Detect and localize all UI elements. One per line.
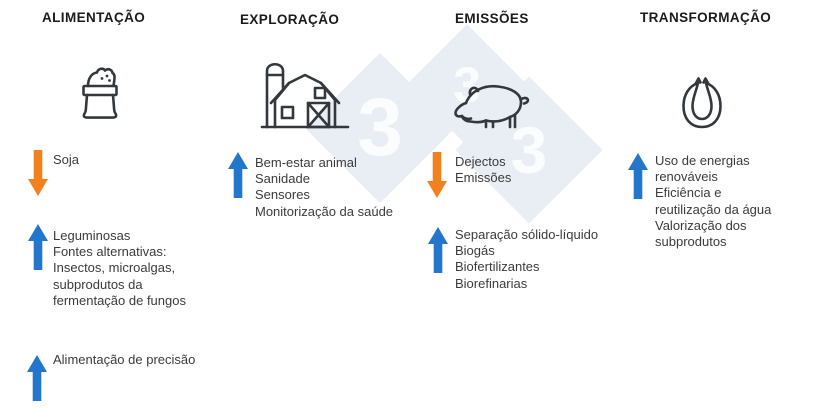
feed-bag-icon bbox=[82, 67, 118, 119]
item-line: Alimentação de precisão bbox=[53, 352, 196, 367]
sausage-icon bbox=[682, 77, 722, 129]
item-text-fontes-alternativas: Leguminosas Fontes alternativas: Insecto… bbox=[53, 228, 186, 309]
up-arrow-icon bbox=[28, 224, 48, 270]
column-title-transformacao: TRANSFORMAÇÃO bbox=[640, 10, 772, 25]
item-line: Biofertilizantes bbox=[455, 259, 540, 275]
item-line: Valorização dos bbox=[655, 217, 747, 233]
pig-icon bbox=[454, 84, 530, 129]
down-arrow-icon bbox=[28, 150, 48, 196]
item-line: renováveis bbox=[655, 169, 718, 185]
item-line: Sensores bbox=[255, 187, 310, 203]
up-arrow-icon bbox=[27, 355, 47, 401]
item-text-energias: Uso de energias renováveis Eficiência e … bbox=[655, 153, 771, 250]
item-text-biogas: Separação sólido-líquido Biogás Bioferti… bbox=[455, 227, 598, 292]
up-arrow-icon bbox=[228, 152, 248, 198]
item-line: Bem-estar animal bbox=[255, 155, 357, 170]
item-line: Monitorização da saúde bbox=[255, 203, 394, 219]
item-text-dejectos: Dejectos Emissões bbox=[455, 154, 511, 186]
item-line: Biogás bbox=[455, 243, 495, 259]
item-line: Soja bbox=[53, 152, 80, 167]
down-arrow-icon bbox=[427, 152, 447, 198]
item-line: Eficiência e bbox=[655, 185, 722, 201]
item-line: subprodutos bbox=[655, 234, 727, 250]
item-line: Insectos, microalgas, bbox=[53, 260, 176, 276]
item-line: Dejectos bbox=[455, 154, 506, 169]
item-text-alimentacao-precisao: Alimentação de precisão bbox=[53, 352, 195, 368]
up-arrow-icon bbox=[628, 153, 648, 199]
item-line: Fontes alternativas: bbox=[53, 244, 167, 260]
item-line: Sanidade bbox=[255, 171, 310, 187]
item-line: Emissões bbox=[455, 170, 512, 186]
column-title-emissoes: EMISSÕES bbox=[455, 11, 529, 26]
column-title-alimentacao: ALIMENTAÇÃO bbox=[42, 10, 146, 25]
item-line: Uso de energias bbox=[655, 153, 750, 168]
item-line: Biorefinarias bbox=[455, 275, 528, 291]
column-title-exploracao: EXPLORAÇÃO bbox=[240, 12, 340, 27]
item-line: Separação sólido-líquido bbox=[455, 227, 599, 242]
item-line: fermentação de fungos bbox=[53, 292, 186, 308]
up-arrow-icon bbox=[428, 227, 448, 273]
item-line: subprodutos da bbox=[53, 276, 143, 292]
item-text-bem-estar: Bem-estar animal Sanidade Sensores Monit… bbox=[255, 155, 393, 220]
item-line: Leguminosas bbox=[53, 228, 131, 243]
barn-icon bbox=[260, 62, 350, 129]
item-line: reutilização da água bbox=[655, 201, 772, 217]
item-text-soja: Soja bbox=[53, 152, 79, 168]
